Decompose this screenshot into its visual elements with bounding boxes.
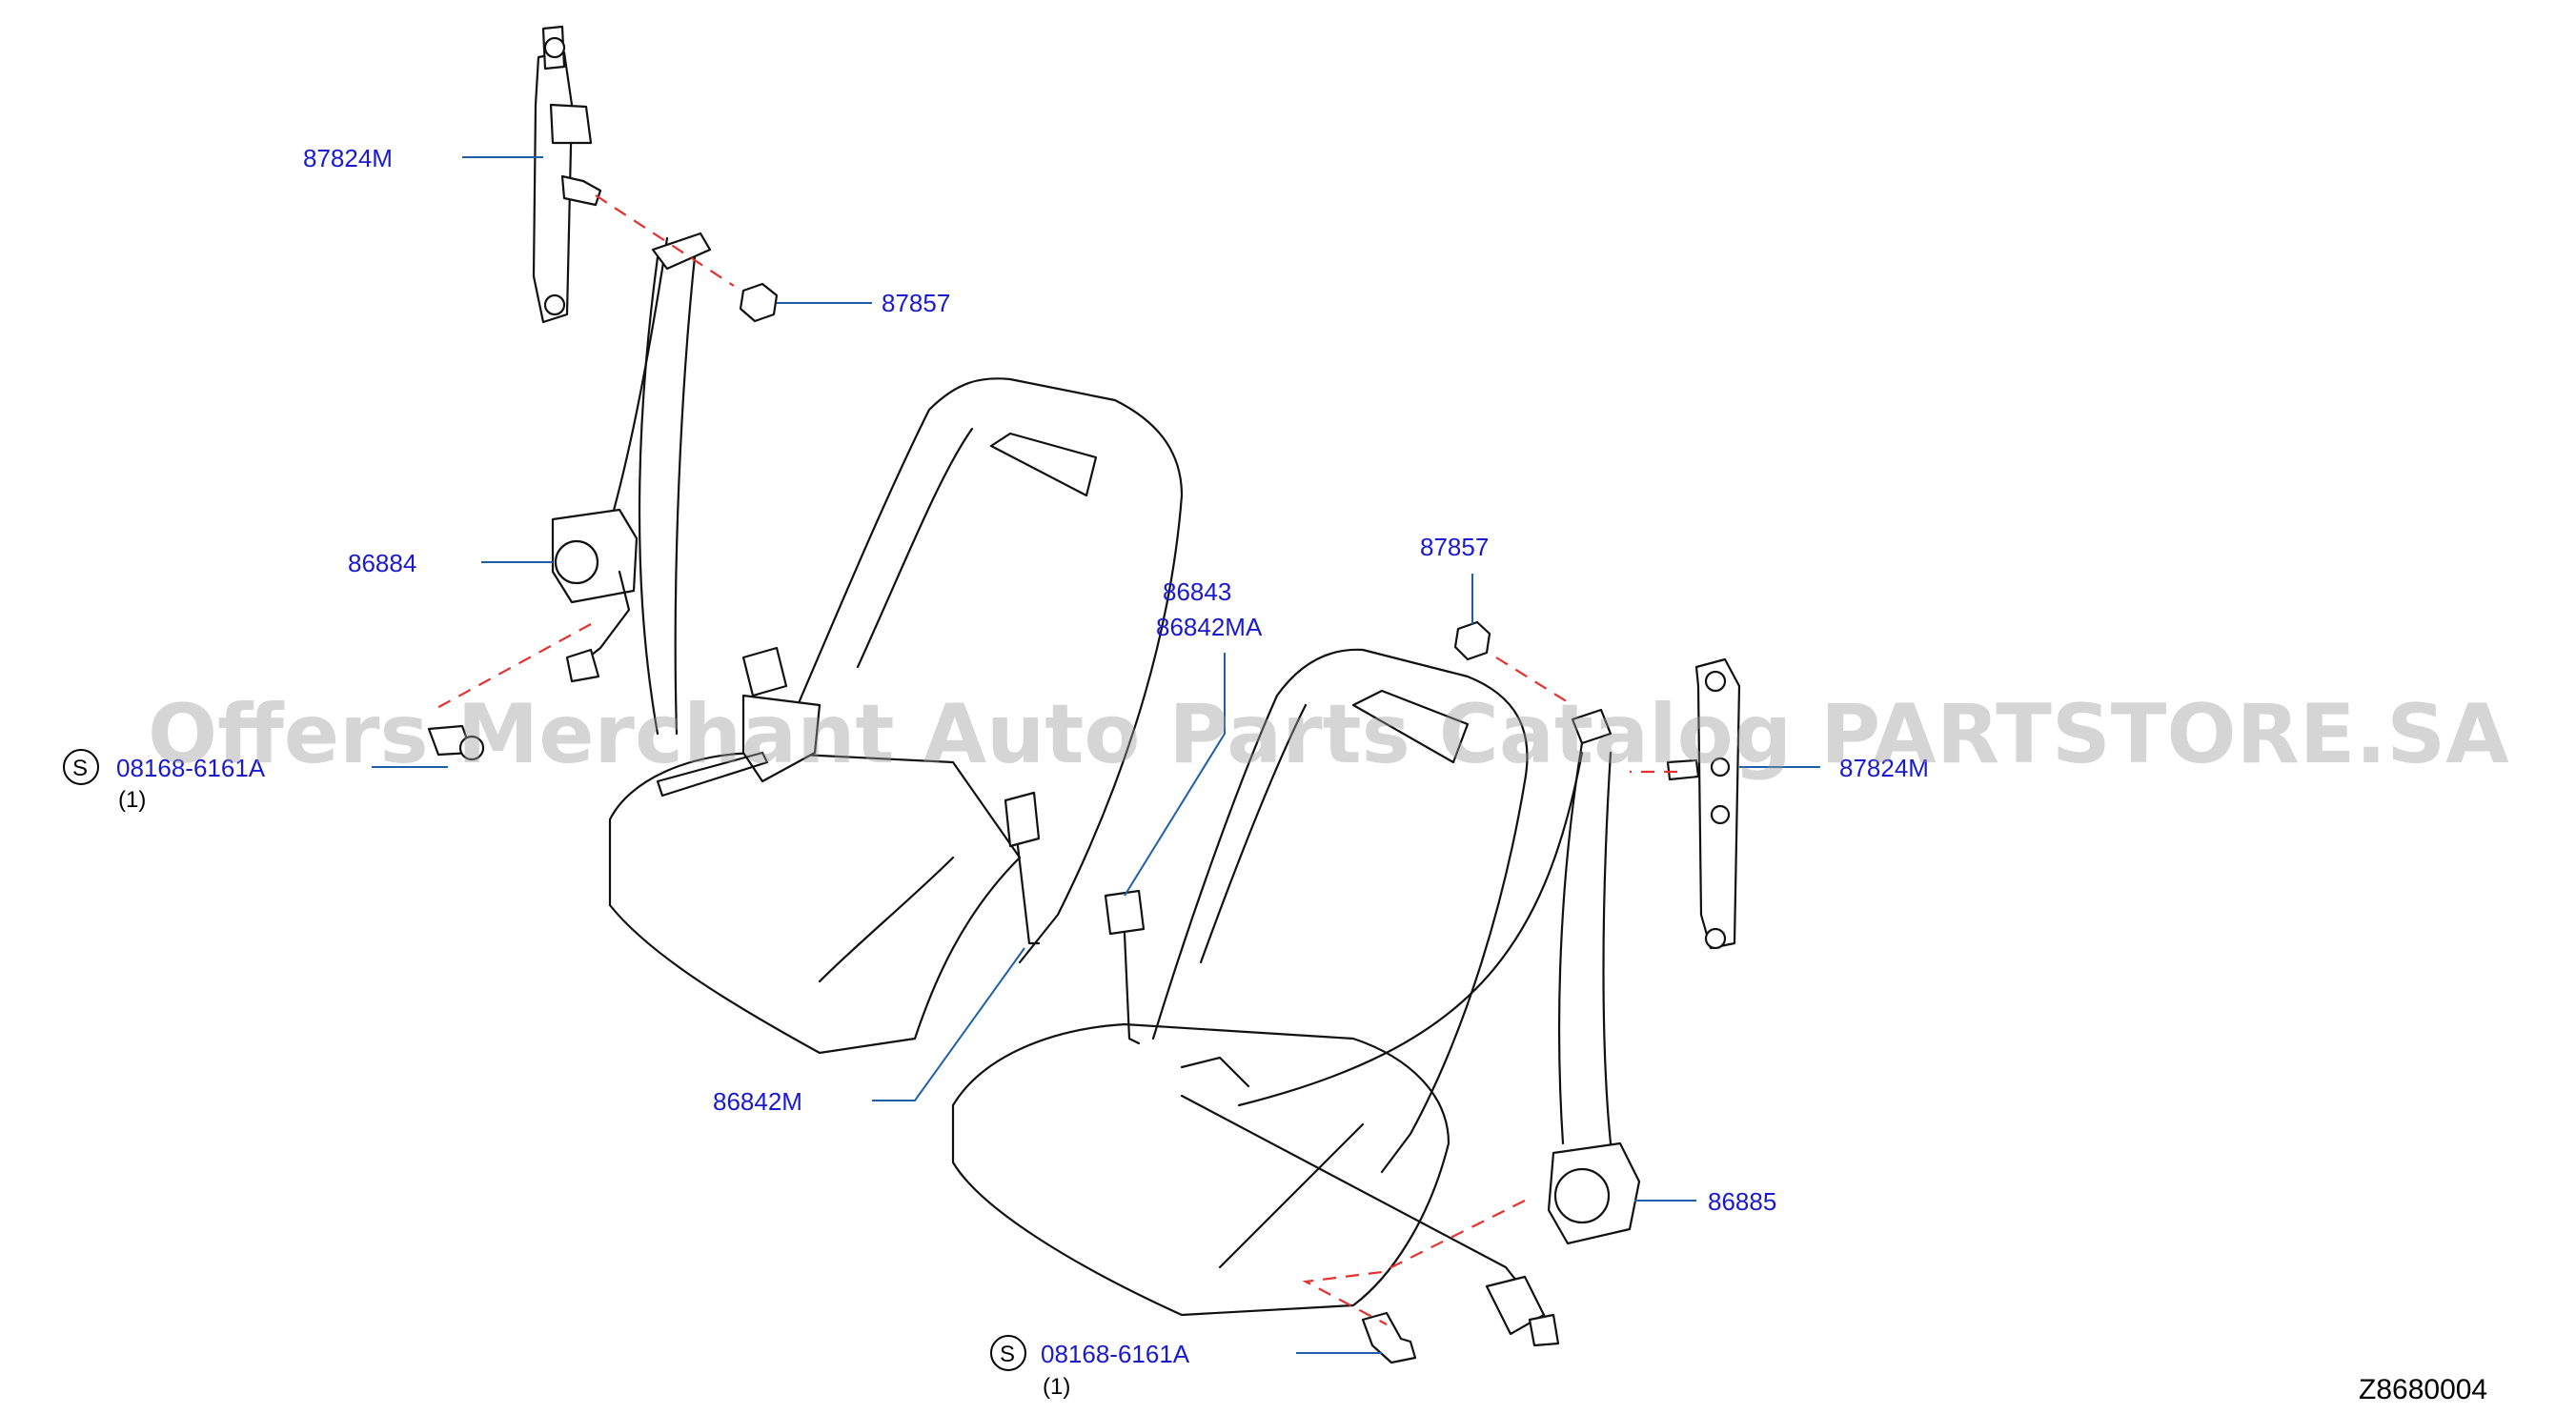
- right-seat-belt-retractor: [1180, 708, 1641, 1347]
- qty-left: (1): [118, 787, 146, 813]
- left-buckle-assembly: [427, 646, 1041, 945]
- label-86843: 86843: [1163, 577, 1231, 606]
- s-symbol-bottom-text: S: [1000, 1342, 1015, 1367]
- s-symbol-left: [63, 749, 99, 785]
- label-87857-top: 87857: [882, 289, 950, 317]
- label-86885: 86885: [1708, 1187, 1776, 1216]
- leader-lines: [372, 156, 1820, 1354]
- watermark: Offers Merchant Auto Parts Catalog PARTS…: [148, 687, 2509, 782]
- label-87824m-top: 87824M: [303, 144, 393, 172]
- label-08168-left: 08168-6161A: [116, 754, 266, 782]
- diagram-code: Z8680004: [2359, 1374, 2487, 1405]
- right-anchor-nut: [1453, 620, 1491, 661]
- part-labels: 87824M 87857 86884 S 08168-6161A (1) 868…: [63, 144, 2487, 1405]
- label-87857-right: 87857: [1420, 533, 1489, 561]
- label-86842m: 86842M: [713, 1087, 802, 1116]
- qty-bottom: (1): [1043, 1374, 1070, 1400]
- s-symbol-left-text: S: [72, 756, 88, 781]
- left-seat-belt-retractor: [551, 232, 712, 736]
- hardware: [739, 282, 1491, 1364]
- left-seat: [608, 377, 1184, 1055]
- right-seat: [951, 648, 1529, 1317]
- bottom-bolt: [1361, 1311, 1417, 1364]
- left-height-adjuster: [532, 25, 602, 324]
- s-symbol-bottom: [990, 1335, 1026, 1371]
- left-anchor-nut: [739, 282, 779, 323]
- label-86884: 86884: [348, 549, 416, 577]
- right-height-adjuster: [1666, 657, 1741, 950]
- label-87824m-right: 87824M: [1839, 754, 1929, 782]
- label-86842ma: 86842MA: [1156, 613, 1263, 641]
- right-buckle-assembly: [1104, 889, 1250, 1088]
- alignment-lines: [433, 194, 1677, 1325]
- label-08168-bottom: 08168-6161A: [1041, 1340, 1190, 1368]
